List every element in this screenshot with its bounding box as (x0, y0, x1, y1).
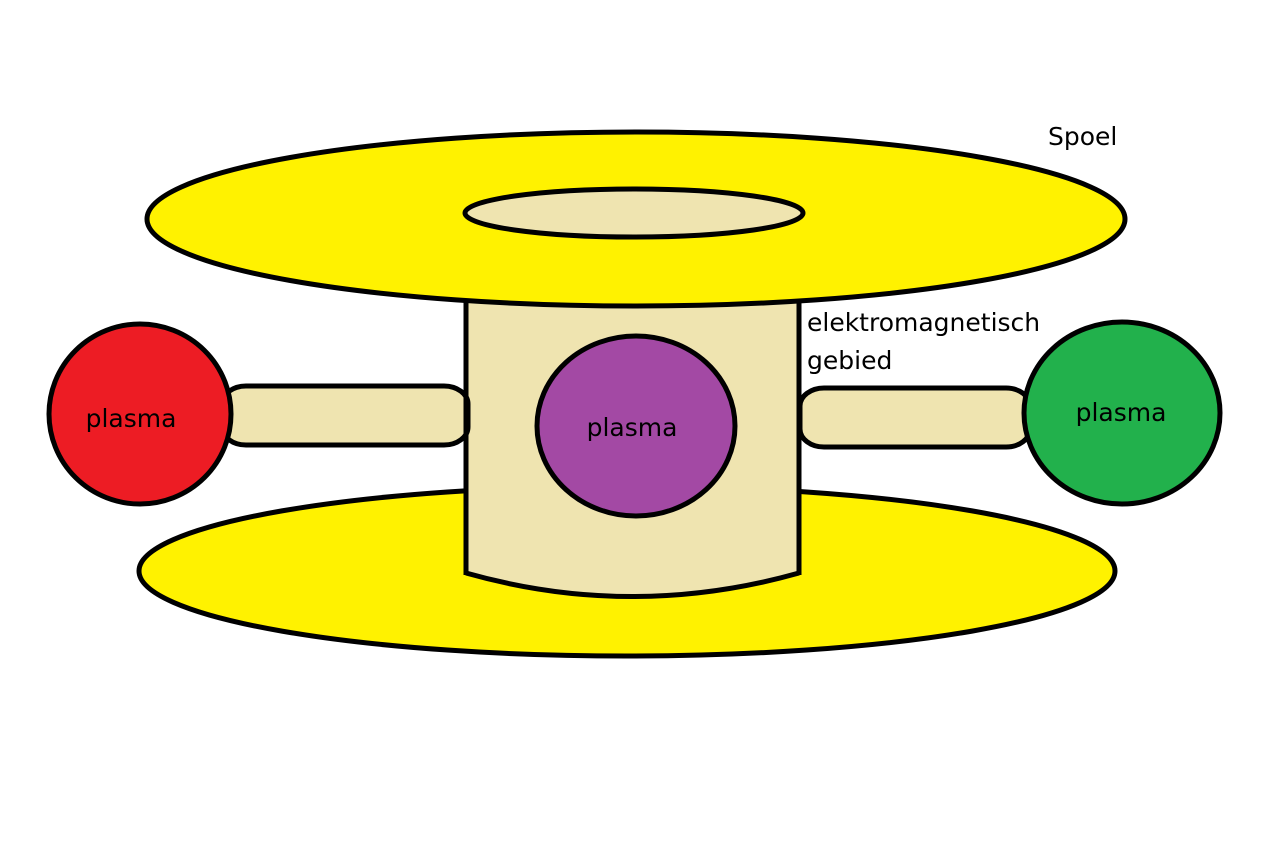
plasma-right: plasma (1021, 319, 1223, 507)
plasma-left: plasma (46, 321, 234, 507)
core-cylinder-bottom-edge (465, 570, 800, 599)
right-tube (797, 385, 1033, 450)
plasma-left-label: plasma (86, 404, 177, 433)
plasma-right-circle (1021, 319, 1223, 507)
field-label-line2: gebied (807, 346, 892, 375)
plasma-left-circle (46, 321, 234, 507)
plasma-right-label: plasma (1076, 398, 1167, 427)
top-disc-hole (462, 186, 806, 240)
left-tube (219, 383, 471, 448)
plasma-center-label: plasma (587, 413, 678, 442)
spool-title-label: Spoel (1048, 122, 1117, 151)
plasma-center-circle (534, 333, 738, 519)
plasma-center: plasma (534, 333, 738, 519)
field-label-line1: elektromagnetisch (807, 308, 1040, 337)
